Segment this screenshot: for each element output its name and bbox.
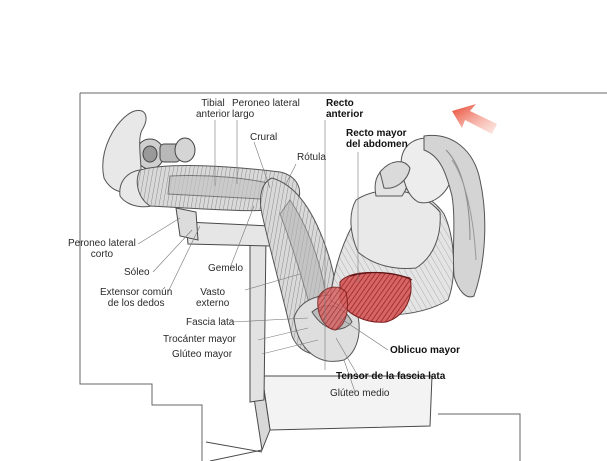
label-gluteo-mayor: Glúteo mayor <box>172 349 233 360</box>
label-line: anterior <box>326 109 364 120</box>
label-oblicuo-mayor: Oblicuo mayor <box>390 345 461 356</box>
label-line: Recto <box>326 98 354 109</box>
label-fascia-lata: Fascia lata <box>186 317 235 328</box>
label-rotula: Rótula <box>297 152 326 163</box>
label-soleo: Sóleo <box>124 267 150 278</box>
label-tensor-fascia-lata: Tensor de la fascia lata <box>336 371 446 382</box>
label-line: corto <box>90 249 114 260</box>
label-line: Peroneo lateral <box>232 98 300 109</box>
label-crural: Crural <box>250 132 278 143</box>
label-tibial-anterior: Tibial anterior <box>196 98 230 120</box>
label-line: externo <box>196 298 230 309</box>
label-recto-anterior: Recto anterior <box>326 98 363 120</box>
label-recto-mayor-abdomen: Recto mayor del abdomen <box>346 128 408 150</box>
label-gemelo: Gemelo <box>208 263 244 274</box>
label-trocanter-mayor: Trocánter mayor <box>163 334 236 345</box>
torso <box>317 187 455 331</box>
direction-arrow-icon <box>452 104 497 134</box>
label-peroneo-lateral-corto: Peroneo lateral corto <box>68 238 136 260</box>
label-line: Extensor común <box>100 287 173 298</box>
bench <box>175 207 433 461</box>
label-line: Recto mayor <box>346 128 407 139</box>
label-line: anterior <box>196 109 230 120</box>
label-line: largo <box>232 109 255 120</box>
label-line: Peroneo lateral <box>68 238 136 249</box>
leader-lines <box>137 120 389 393</box>
label-line: Tibial <box>201 98 225 109</box>
label-peroneo-lateral-largo: Peroneo lateral largo <box>232 98 300 120</box>
label-line: Vasto <box>200 287 226 298</box>
label-line: del abdomen <box>346 139 408 150</box>
dumbbell-icon <box>135 137 196 170</box>
label-vasto-externo: Vasto externo <box>196 287 229 309</box>
label-line: de los dedos <box>107 298 165 309</box>
label-gluteo-medio: Glúteo medio <box>330 388 390 399</box>
label-extensor-comun: Extensor común de los dedos <box>100 287 172 309</box>
head-and-arms <box>374 134 486 298</box>
